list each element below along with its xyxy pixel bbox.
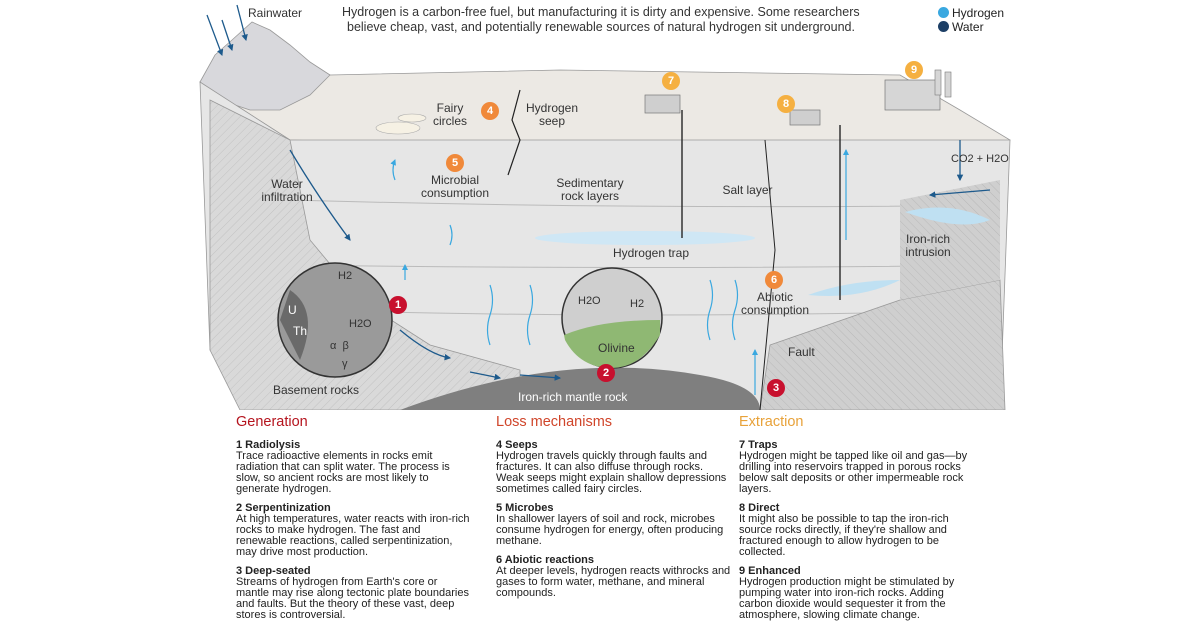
legend: Hydrogen Water (938, 6, 1004, 34)
label-uranium: U (288, 303, 297, 317)
label-hydrogen-trap: Hydrogen trap (612, 246, 690, 260)
label-h2-serpentinization: H2 (630, 298, 645, 310)
legend-item-hydrogen: Hydrogen (938, 6, 1004, 20)
plant-9 (884, 79, 941, 111)
label-basement-rocks: Basement rocks (273, 383, 360, 397)
item-traps: 7 Traps Hydrogen might be tapped like oi… (739, 439, 968, 495)
intrusion-water (905, 207, 990, 225)
label-water-infiltration: Water infiltration (261, 177, 313, 204)
marker-4: 4 (481, 102, 499, 120)
label-hydrogen-seep: Hydrogen seep (525, 101, 579, 128)
subtitle-line-2: believe cheap, vast, and potentially ren… (347, 20, 855, 34)
section-heading-generation: Generation (236, 414, 308, 430)
label-salt-layer: Salt layer (722, 183, 773, 197)
item-seeps: 4 Seeps Hydrogen travels quickly through… (496, 439, 727, 495)
label-h2-radiolysis: H2 (338, 270, 353, 282)
label-olivine: Olivine (598, 341, 635, 355)
legend-item-water: Water (938, 20, 1004, 34)
water-dot-icon (938, 21, 949, 32)
label-h2o-serpentinization: H2O (578, 295, 601, 307)
label-abiotic-consumption: Abiotic consumption (740, 290, 810, 317)
drill-rig-7 (644, 94, 681, 114)
marker-8: 8 (777, 95, 795, 113)
item-enhanced: 9 Enhanced Hydrogen production might be … (739, 565, 955, 621)
label-thorium: Th (293, 324, 308, 338)
item-abiotic-reactions: 6 Abiotic reactions At deeper levels, hy… (496, 554, 731, 599)
marker-9: 9 (905, 61, 923, 79)
marker-7: 7 (662, 72, 680, 90)
item-direct: 8 Direct It might also be possible to ta… (739, 502, 949, 558)
section-heading-loss: Loss mechanisms (496, 414, 613, 430)
marker-6: 6 (765, 271, 783, 289)
item-serpentinization: 2 Serpentinization At high temperatures,… (236, 502, 470, 558)
marker-5: 5 (446, 154, 464, 172)
mantle-rock (400, 367, 760, 410)
drill-rig-8 (789, 109, 821, 126)
label-gamma: γ (342, 358, 348, 370)
section-heading-extraction: Extraction (739, 414, 804, 430)
section-generation: Generation 1 Radiolysis Trace radioactiv… (236, 414, 471, 629)
marker-3: 3 (767, 379, 785, 397)
item-radiolysis: 1 Radiolysis Trace radioactive elements … (236, 439, 450, 495)
radiolysis-inset (277, 262, 393, 378)
label-co2-h2o: CO2 + H2O (951, 153, 1009, 165)
subtitle-line-1: Hydrogen is a carbon-free fuel, but manu… (342, 5, 860, 19)
hydrogen-trap-pool (535, 231, 755, 245)
marker-2: 2 (597, 364, 615, 382)
section-loss-mechanisms: Loss mechanisms 4 Seeps Hydrogen travels… (496, 414, 731, 607)
label-iron-rich-mantle: Iron-rich mantle rock (518, 390, 628, 404)
label-fault: Fault (788, 345, 815, 359)
rainwater-label: Rainwater (248, 6, 303, 20)
label-alpha-beta: α β (330, 340, 349, 352)
iron-rich-rock (759, 279, 1006, 410)
item-deep-seated: 3 Deep-seated Streams of hydrogen from E… (236, 565, 469, 621)
geology-cross-section (199, 4, 1011, 410)
label-fairy-circles: Fairy circles (432, 101, 467, 128)
label-sedimentary: Sedimentary rock layers (556, 176, 624, 203)
section-extraction: Extraction 7 Traps Hydrogen might be tap… (739, 414, 974, 629)
label-iron-rich-intrusion: Iron-rich intrusion (905, 232, 951, 259)
hydrogen-dot-icon (938, 7, 949, 18)
marker-1: 1 (389, 296, 407, 314)
fault-line (507, 89, 521, 176)
item-microbes: 5 Microbes In shallower layers of soil a… (496, 502, 724, 547)
label-h2o-radiolysis: H2O (349, 318, 372, 330)
label-microbial-consumption: Microbial consumption (420, 173, 490, 200)
